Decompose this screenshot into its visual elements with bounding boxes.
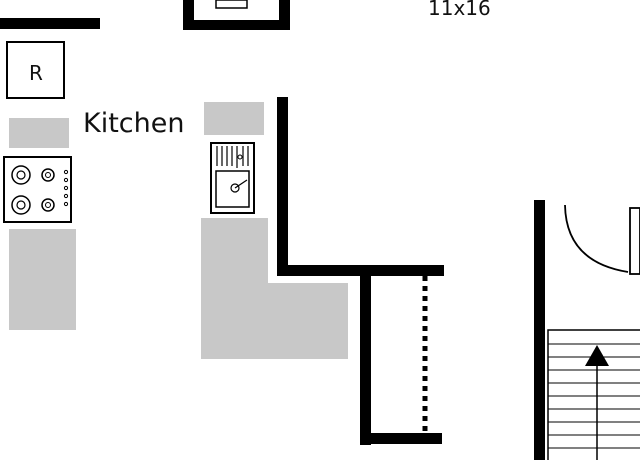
wall-stair-left xyxy=(534,200,545,460)
sink-icon xyxy=(210,142,255,214)
stove-icon xyxy=(3,156,72,223)
staircase xyxy=(547,329,640,460)
wall-top-left xyxy=(0,18,100,29)
counter-l-shaped xyxy=(201,218,348,359)
wall-kitchen-vertical xyxy=(277,97,288,275)
wall-top-nook-right xyxy=(279,0,290,30)
room-dimension-label: 11x16 xyxy=(428,0,491,20)
wall-top-nook-left xyxy=(183,0,194,30)
kitchen-label: Kitchen xyxy=(83,108,184,139)
wall-top-nook-bottom xyxy=(183,20,290,30)
counter-left-small xyxy=(9,118,69,148)
counter-upper-middle xyxy=(204,102,264,135)
fridge-label: R xyxy=(29,61,43,85)
nook-fixture xyxy=(215,0,248,9)
up-arrow-icon xyxy=(585,345,609,366)
wall-pantry-left xyxy=(360,265,371,445)
fridge xyxy=(6,41,65,99)
door-swing-icon xyxy=(564,204,640,275)
counter-left-tall xyxy=(9,229,76,330)
wall-pantry-bottom xyxy=(360,433,442,444)
